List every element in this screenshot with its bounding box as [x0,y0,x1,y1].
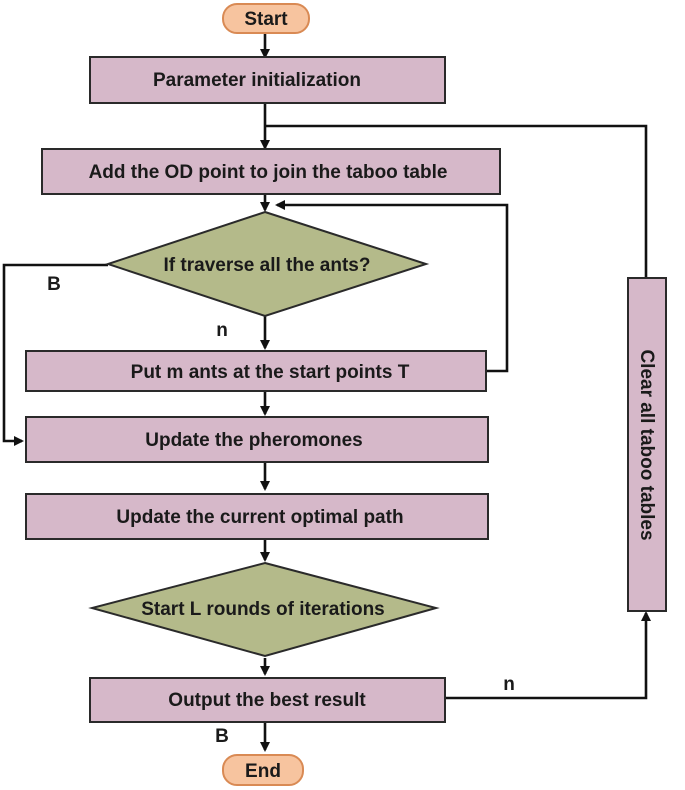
step-clear-taboo: Clear all taboo tables [627,277,667,612]
step-param-init: Parameter initialization [89,56,446,104]
edge-output-to-clear [445,611,651,700]
edge-label-traverse-yes: B [47,274,61,295]
output-best-label: Output the best result [168,690,366,711]
edge-label-output-yes: B [215,726,229,747]
update-pheromones-label: Update the pheromones [145,430,362,451]
clear-taboo-box [627,277,667,612]
edge-label-output-no: n [503,674,515,695]
step-put-ants: Put m ants at the start points T [25,350,487,392]
update-path-label: Update the current optimal path [116,507,403,528]
param-init-box [89,56,446,104]
update-path-box [25,493,489,540]
put-ants-label: Put m ants at the start points T [131,362,410,383]
edge-decision-b-to-pheromones [2,263,108,446]
start-terminal: Start [222,3,310,34]
traverse-ants-label: If traverse all the ants? [164,255,371,276]
step-output-best: Output the best result [89,677,446,723]
output-best-box [89,677,446,723]
add-od-box [41,148,501,195]
edge-put-ants-loop [275,200,509,373]
decision-traverse-ants: If traverse all the ants? [104,210,430,318]
param-init-label: Parameter initialization [153,70,361,91]
step-add-od: Add the OD point to join the taboo table [41,148,501,195]
start-label: Start [244,9,288,30]
start-shape [222,3,310,34]
clear-taboo-label: Clear all taboo tables [636,349,657,540]
edge-clear-to-loop [265,124,648,278]
end-shape [222,754,304,786]
start-rounds-label: Start L rounds of iterations [141,599,385,620]
add-od-label: Add the OD point to join the taboo table [89,162,448,183]
end-terminal: End [222,754,304,786]
step-update-path: Update the current optimal path [25,493,489,540]
traverse-ants-diamond [104,210,430,318]
start-rounds-diamond [88,561,440,658]
put-ants-box [25,350,487,392]
end-label: End [245,761,281,782]
connectors [2,33,651,752]
decision-start-rounds: Start L rounds of iterations [88,561,440,658]
edge-label-traverse-no: n [216,320,228,341]
step-update-pheromones: Update the pheromones [25,416,489,463]
update-pheromones-box [25,416,489,463]
